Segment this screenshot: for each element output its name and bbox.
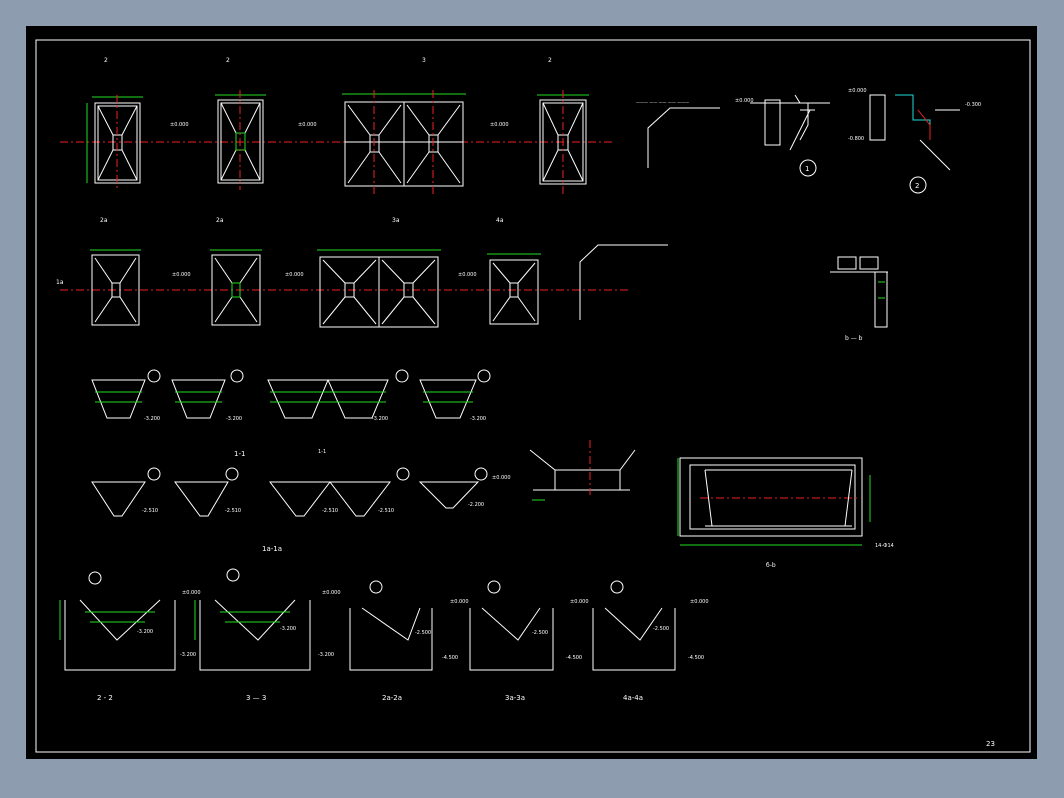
plan-hopper bbox=[210, 249, 262, 326]
section-mark: 3 bbox=[422, 57, 426, 64]
rebar-label: 14-Ф14 bbox=[875, 543, 894, 549]
elevation-label: -2.510 bbox=[322, 508, 338, 514]
detail-2: 2 ±0.000 -0.800 -0.300 bbox=[848, 88, 981, 194]
elevation-label: -3.200 bbox=[144, 416, 160, 422]
drawing-sheet: ——— —— —— —— ——— 2 2 3 2 ±0.000 ±0.000 ±… bbox=[26, 26, 1037, 759]
plan-hopper bbox=[537, 90, 589, 195]
drawing-border bbox=[35, 39, 1031, 753]
plan-hopper bbox=[215, 90, 266, 190]
elevation-label: -2.510 bbox=[378, 508, 394, 514]
plan-hopper bbox=[86, 95, 143, 190]
section-label: 2a-2a bbox=[382, 694, 402, 702]
elevation-label: -0.300 bbox=[965, 102, 981, 108]
detail-1: 1 ±0.000 bbox=[735, 94, 830, 177]
hopper-sections-row-4: -2.510 -2.510 -2.510 -2.510 -2.200 ±0.00… bbox=[91, 467, 511, 553]
elevation-label: -2.510 bbox=[142, 508, 158, 514]
section-label: 1-1 bbox=[234, 450, 245, 458]
plan-hopper bbox=[487, 253, 541, 325]
section-label: б-b bbox=[766, 562, 776, 569]
elevation-label: -2.500 bbox=[653, 626, 669, 632]
elevation-label: ±0.000 bbox=[490, 122, 509, 128]
elevation-label: -3.200 bbox=[180, 652, 196, 658]
detail-label: 2 bbox=[915, 182, 919, 190]
section-label: 1-1 bbox=[318, 449, 326, 455]
elevation-label: -3.200 bbox=[470, 416, 486, 422]
elevation-label: ±0.000 bbox=[450, 599, 469, 605]
elevation-label: ±0.000 bbox=[322, 590, 341, 596]
elevation-label: -4.500 bbox=[688, 655, 704, 661]
elevation-label: -4.500 bbox=[566, 655, 582, 661]
section-mark: 2 bbox=[104, 57, 108, 64]
section-mark: 2a bbox=[216, 217, 224, 224]
elevation-label: -3.200 bbox=[137, 629, 153, 635]
elevation-label: -3.200 bbox=[280, 626, 296, 632]
plan-row-1: ——— —— —— —— ——— 2 2 3 2 ±0.000 ±0.000 ±… bbox=[60, 57, 720, 195]
elevation-label: -4.500 bbox=[442, 655, 458, 661]
elevation-label: ±0.000 bbox=[172, 272, 191, 278]
elevation-label: ±0.000 bbox=[570, 599, 589, 605]
elevation-label: ±0.000 bbox=[298, 122, 317, 128]
section-label: b — b bbox=[845, 335, 863, 342]
pipe-line bbox=[647, 107, 720, 168]
elevation-label: -3.200 bbox=[226, 416, 242, 422]
section-mark: 2 bbox=[226, 57, 230, 64]
elevation-label: ±0.000 bbox=[458, 272, 477, 278]
section-label: 3a-3a bbox=[505, 694, 525, 702]
side-mark: 1a bbox=[56, 279, 64, 286]
elevation-label: ±0.000 bbox=[848, 88, 867, 94]
elevation-label: ±0.000 bbox=[492, 475, 511, 481]
cad-drawing: ——— —— —— —— ——— 2 2 3 2 ±0.000 ±0.000 ±… bbox=[35, 39, 1031, 753]
hopper-sections-row-3: -3.200 -3.200 -3.200 -3.200 1-1 1-1 bbox=[91, 369, 491, 458]
detail-label: 1 bbox=[805, 165, 809, 173]
pipe-line bbox=[579, 244, 668, 320]
elevation-label: -0.800 bbox=[848, 136, 864, 142]
hopper-sections-row-5: ±0.000 ±0.000 ±0.000 ±0.000 ±0.000 -3.20… bbox=[59, 568, 709, 702]
beam-detail bbox=[529, 440, 636, 501]
elevation-label: ±0.000 bbox=[690, 599, 709, 605]
plan-hopper bbox=[90, 249, 141, 326]
plan-hopper-double bbox=[317, 249, 441, 328]
elevation-label: -3.200 bbox=[318, 652, 334, 658]
elevation-label: ±0.000 bbox=[735, 98, 754, 104]
elevation-label: -3.200 bbox=[372, 416, 388, 422]
sheet-number: 23 bbox=[986, 740, 995, 748]
elevation-label: ±0.000 bbox=[285, 272, 304, 278]
elevation-label: -2.200 bbox=[468, 502, 484, 508]
elevation-label: ±0.000 bbox=[170, 122, 189, 128]
pipe-note: ——— —— —— —— ——— bbox=[636, 100, 689, 105]
beam-plan: 14-Ф14 б-b bbox=[677, 457, 894, 569]
elevation-label: ±0.000 bbox=[182, 590, 201, 596]
section-label: 4a-4a bbox=[623, 694, 643, 702]
plan-row-2: 2a 2a 3a 4a 1a ±0.000 ±0.000 ±0.000 bbox=[56, 217, 668, 328]
section-label: 1a-1a bbox=[262, 545, 282, 553]
section-b-b: b — b bbox=[830, 256, 888, 342]
section-mark: 4a bbox=[496, 217, 504, 224]
elevation-label: -2.500 bbox=[415, 630, 431, 636]
section-label: 2 - 2 bbox=[97, 694, 113, 702]
plan-hopper-double bbox=[342, 90, 466, 195]
elevation-label: -2.500 bbox=[532, 630, 548, 636]
elevation-label: -2.510 bbox=[225, 508, 241, 514]
section-mark: 2 bbox=[548, 57, 552, 64]
section-mark: 2a bbox=[100, 217, 108, 224]
section-label: 3 — 3 bbox=[246, 694, 266, 702]
section-mark: 3a bbox=[392, 217, 400, 224]
